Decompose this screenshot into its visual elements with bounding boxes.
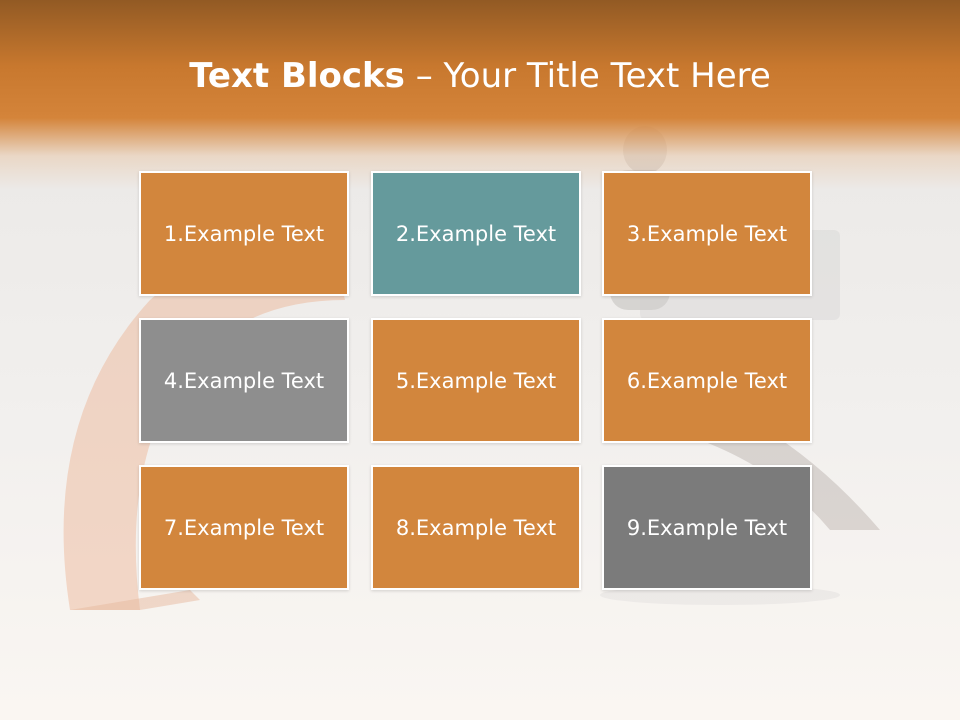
text-block-6[interactable]: 6.Example Text: [602, 318, 812, 443]
text-block-label: 6.Example Text: [626, 368, 788, 393]
text-block-7[interactable]: 7.Example Text: [139, 465, 349, 590]
text-block-label: 8.Example Text: [395, 515, 557, 540]
text-block-label: 4.Example Text: [163, 368, 325, 393]
text-block-label: 5.Example Text: [395, 368, 557, 393]
text-block-2[interactable]: 2.Example Text: [371, 171, 581, 296]
title-strong: Text Blocks: [189, 56, 405, 96]
text-block-4[interactable]: 4.Example Text: [139, 318, 349, 443]
text-block-label: 1.Example Text: [163, 221, 325, 246]
page-title: Text Blocks – Your Title Text Here: [0, 56, 960, 96]
text-block-label: 3.Example Text: [626, 221, 788, 246]
text-block-label: 9.Example Text: [626, 515, 788, 540]
text-block-label: 2.Example Text: [395, 221, 557, 246]
text-block-label: 7.Example Text: [163, 515, 325, 540]
text-block-1[interactable]: 1.Example Text: [139, 171, 349, 296]
title-separator: –: [404, 56, 444, 96]
text-block-8[interactable]: 8.Example Text: [371, 465, 581, 590]
header-band: [0, 0, 960, 190]
title-rest: Your Title Text Here: [443, 56, 771, 96]
text-block-3[interactable]: 3.Example Text: [602, 171, 812, 296]
text-block-5[interactable]: 5.Example Text: [371, 318, 581, 443]
text-block-9[interactable]: 9.Example Text: [602, 465, 812, 590]
